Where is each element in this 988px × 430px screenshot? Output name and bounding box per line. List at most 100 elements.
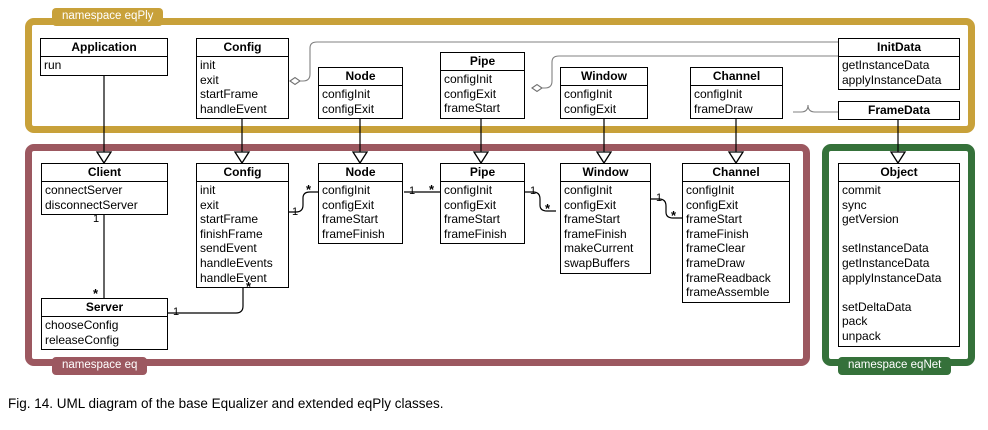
- class-title: Pipe: [441, 164, 524, 182]
- class-member-spacer: [842, 285, 959, 300]
- class-box-eqply-node[interactable]: Node configInit configExit: [318, 67, 403, 120]
- class-member: sync: [842, 197, 867, 212]
- class-members: configInit configExit frameStart frameFi…: [319, 182, 402, 243]
- class-box-eq-window[interactable]: Window configInit configExit frameStart …: [560, 163, 651, 274]
- class-member: configInit: [322, 183, 371, 197]
- class-box-eqply-initdata[interactable]: InitData getInstanceData applyInstanceDa…: [838, 38, 960, 91]
- class-title: FrameData: [867, 103, 931, 117]
- class-box-eq-channel[interactable]: Channel configInit configExit frameStart…: [682, 163, 790, 303]
- multiplicity-pipe-window-many: *: [545, 201, 551, 216]
- class-member: frameFinish: [322, 226, 385, 241]
- class-member: frameStart: [564, 212, 621, 227]
- class-member: exit: [200, 72, 219, 87]
- class-member: configExit: [444, 197, 497, 212]
- class-member: disconnectServer: [45, 197, 138, 212]
- class-members: init exit startFrame finishFrame sendEve…: [197, 182, 288, 287]
- class-member: applyInstanceData: [842, 72, 942, 87]
- class-title: Window: [561, 68, 647, 86]
- class-members: configInit configExit: [561, 86, 647, 118]
- class-box-eq-server[interactable]: Server chooseConfig releaseConfig: [41, 298, 168, 351]
- class-title: Pipe: [441, 53, 524, 71]
- class-member: frameFinish: [564, 226, 627, 241]
- class-member: frameStart: [322, 212, 379, 227]
- class-members: chooseConfig releaseConfig: [42, 317, 167, 349]
- class-member: sendEvent: [200, 241, 257, 256]
- namespace-label-eqnet: namespace eqNet: [838, 357, 952, 375]
- class-member: frameDraw: [686, 255, 745, 270]
- class-member: configExit: [564, 197, 617, 212]
- class-member: configInit: [564, 183, 613, 197]
- class-member: configInit: [564, 87, 613, 101]
- class-box-eqply-pipe[interactable]: Pipe configInit configExit frameStart: [440, 52, 525, 119]
- class-member: chooseConfig: [45, 318, 119, 332]
- class-box-eq-config[interactable]: Config init exit startFrame finishFrame …: [196, 163, 289, 289]
- class-title: Application: [41, 39, 167, 57]
- class-title: Config: [197, 164, 288, 182]
- class-member: connectServer: [45, 183, 123, 197]
- class-box-eqnet-object[interactable]: Object commit sync getVersion setInstanc…: [838, 163, 960, 347]
- class-member: frameStart: [444, 101, 501, 116]
- class-member: finishFrame: [200, 226, 263, 241]
- class-members: configInit configExit frameStart: [441, 71, 524, 118]
- class-box-eq-node[interactable]: Node configInit configExit frameStart fr…: [318, 163, 403, 245]
- class-member: handleEvent: [200, 101, 267, 116]
- namespace-label-eqply: namespace eqPly: [52, 8, 164, 26]
- class-box-eqply-config[interactable]: Config init exit startFrame handleEvent: [196, 38, 289, 120]
- class-member: configInit: [444, 183, 493, 197]
- class-member: configExit: [444, 86, 497, 101]
- class-member: startFrame: [200, 212, 259, 227]
- namespace-frame-eqply: [25, 18, 975, 133]
- class-member: frameFinish: [686, 226, 749, 241]
- multiplicity-pipe-window-1: 1: [530, 185, 537, 197]
- class-member: configExit: [322, 197, 375, 212]
- class-title: Node: [319, 68, 402, 86]
- class-members: configInit frameDraw: [691, 86, 782, 118]
- class-members: configInit configExit frameStart frameFi…: [441, 182, 524, 243]
- class-members: configInit configExit frameStart frameFi…: [683, 182, 789, 302]
- namespace-frame-eq: [25, 144, 810, 366]
- class-title: Window: [561, 164, 650, 182]
- class-member: getVersion: [842, 212, 899, 227]
- class-members: getInstanceData applyInstanceData: [839, 57, 959, 89]
- class-member: init: [200, 183, 216, 197]
- class-title: Server: [42, 299, 167, 317]
- class-member: startFrame: [200, 87, 259, 102]
- class-member: pack: [842, 314, 868, 329]
- class-member: run: [44, 58, 62, 72]
- class-box-eqply-application[interactable]: Application run: [40, 38, 168, 76]
- class-member: frameAssemble: [686, 285, 770, 300]
- multiplicity-window-channel-many: *: [671, 208, 677, 223]
- multiplicity-server-config-1: 1: [173, 306, 180, 318]
- class-member: exit: [200, 197, 219, 212]
- class-member: makeCurrent: [564, 241, 634, 256]
- multiplicity-node-pipe-many: *: [429, 182, 435, 197]
- figure-caption: Fig. 14. UML diagram of the base Equaliz…: [8, 396, 444, 411]
- multiplicity-client-server-1: 1: [93, 213, 100, 225]
- class-title: Node: [319, 164, 402, 182]
- class-box-eqply-window[interactable]: Window configInit configExit: [560, 67, 648, 120]
- class-title: Channel: [683, 164, 789, 182]
- class-member: frameClear: [686, 241, 746, 256]
- class-box-eqply-framedata[interactable]: FrameData: [838, 101, 960, 120]
- class-member: setDeltaData: [842, 299, 912, 314]
- class-member: configExit: [686, 197, 739, 212]
- class-members: configInit configExit frameStart frameFi…: [561, 182, 650, 273]
- class-title: Client: [42, 164, 167, 182]
- class-member: releaseConfig: [45, 332, 120, 347]
- class-box-eq-pipe[interactable]: Pipe configInit configExit frameStart fr…: [440, 163, 525, 245]
- namespace-label-eq: namespace eq: [52, 357, 148, 375]
- multiplicity-node-pipe-1: 1: [409, 185, 416, 197]
- class-member: configExit: [564, 101, 617, 116]
- class-member: handleEvent: [200, 270, 267, 285]
- class-box-eqply-channel[interactable]: Channel configInit frameDraw: [690, 67, 783, 120]
- class-members: connectServer disconnectServer: [42, 182, 167, 214]
- class-member: unpack: [842, 328, 881, 343]
- class-member: init: [200, 58, 216, 72]
- class-member: getInstanceData: [842, 255, 930, 270]
- class-members: init exit startFrame handleEvent: [197, 57, 288, 118]
- class-members: run: [41, 57, 167, 75]
- class-members: commit sync getVersion setInstanceData g…: [839, 182, 959, 346]
- class-box-eq-client[interactable]: Client connectServer disconnectServer: [41, 163, 168, 216]
- class-member: setInstanceData: [842, 241, 929, 256]
